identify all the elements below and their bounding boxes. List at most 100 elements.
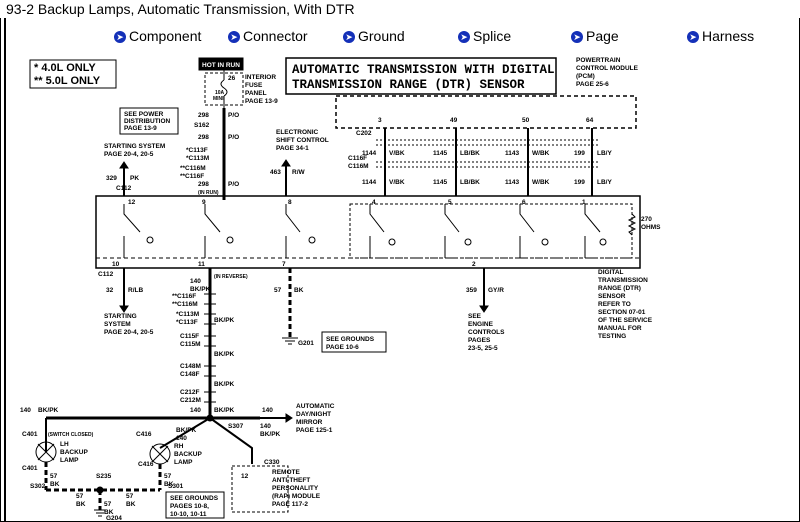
wire-57-label-lh: 57 [50, 473, 58, 480]
arrow-right-icon: ➤ [114, 31, 126, 43]
wire-gyr-label: GY/R [488, 287, 504, 294]
nav-component-label: Component [129, 28, 202, 44]
connector-c113f-2: *C113F [176, 319, 198, 326]
wire-po-label-c: P/O [228, 181, 239, 188]
wire-140-label-b: 140 [190, 407, 201, 414]
ground-g204-symbol [94, 509, 106, 517]
fuse-26-symbol [220, 70, 228, 108]
fuse-number: 26 [228, 75, 236, 82]
resistor-270-ohm [627, 213, 637, 236]
engine-controls-arrow [479, 305, 489, 313]
engine-controls-3: CONTROLS [468, 329, 505, 336]
nav-bar: ➤Component ➤Connector ➤Ground ➤Splice ➤P… [0, 26, 800, 46]
dtr-sensor-9: TESTING [598, 333, 626, 340]
ground-g204: G204 [106, 515, 122, 522]
wire-32-label: 32 [106, 287, 114, 294]
nav-connector[interactable]: ➤Connector [228, 26, 308, 46]
connector-c116m-3: **C116M [172, 301, 198, 308]
splice-s235: S235 [96, 473, 112, 480]
engine-controls-2: ENGINE [468, 321, 494, 328]
dtr-sensor-box [95, 195, 641, 269]
lh-lamp-label-2: BACKUP [60, 449, 88, 456]
connector-c416-a: C416 [136, 431, 152, 438]
wire-1143-label-a: 1143 [505, 150, 519, 157]
lh-lamp-label-1: LH [60, 441, 69, 448]
wire-rlb-label: R/LB [128, 287, 143, 294]
connector-c116m: **C116M [180, 165, 206, 172]
power-distribution-box [119, 107, 179, 135]
wire-140-rh [159, 417, 211, 449]
ground-g201-symbol [282, 337, 298, 345]
power-dist-3: PAGE 13-9 [124, 125, 157, 132]
wire-bkpk-label-c: BK/PK [214, 351, 235, 358]
wire-1143-label-b: 1143 [505, 179, 519, 186]
pcm-pin-50: 50 [522, 117, 530, 124]
dtr-title-line-1: AUTOMATIC TRANSMISSION WITH DIGITAL [292, 63, 555, 77]
pcm-label-1: POWERTRAIN [576, 57, 621, 64]
wire-bkpk-label-rh: BK/PK [176, 427, 197, 434]
mirror-label-4: PAGE 125-1 [296, 427, 333, 434]
dtr-switch-contacts [123, 204, 607, 258]
dtr-sensor-6: SECTION 07-01 [598, 309, 646, 316]
wire-57-label-g201: 57 [274, 287, 282, 294]
wire-po-label-a: P/O [228, 112, 239, 119]
connector-c115f: C115F [180, 333, 199, 340]
nav-ground-label: Ground [358, 28, 405, 44]
nav-page-label: Page [586, 28, 619, 44]
connector-c401-a: C401 [22, 431, 38, 438]
fuse-panel-label-3: PANEL [245, 90, 267, 97]
nav-harness[interactable]: ➤Harness [687, 26, 754, 46]
switch-closed-lh: (SWITCH CLOSED) [48, 432, 94, 438]
wire-vbk-label-a: V/BK [389, 150, 405, 157]
pcm-label-4: PAGE 25-6 [576, 81, 609, 88]
hot-in-run-text: HOT IN RUN [202, 62, 240, 69]
wire-1144-label-b: 1144 [362, 179, 376, 186]
dtr-sensor-1: DIGITAL [598, 269, 624, 276]
left-rule [4, 18, 6, 522]
splice-s301: S301 [168, 483, 184, 490]
wire-57-label-rh: 57 [164, 473, 172, 480]
nav-harness-label: Harness [702, 28, 755, 44]
dtr-pin-11: 11 [198, 261, 205, 268]
ground-g201: G201 [298, 340, 314, 347]
pcm-pin-64: 64 [586, 117, 594, 124]
wire-1144-label-a: 1144 [362, 150, 376, 157]
wire-57-label-g204: 57 [104, 501, 112, 508]
nav-page[interactable]: ➤Page [571, 26, 619, 46]
splice-s302: S302 [30, 483, 46, 490]
nav-ground[interactable]: ➤Ground [343, 26, 405, 46]
wire-bk-label-g204: BK [104, 509, 114, 516]
dtr-pin-10: 10 [112, 261, 120, 268]
resistor-label-2: OHMS [641, 224, 661, 231]
resistor-label-1: 270 [641, 216, 652, 223]
raf-module-3: PERSONALITY [272, 485, 319, 492]
grounds-bottom-3: 10-10, 10-11 [170, 511, 207, 518]
pcm-pin-49: 49 [450, 117, 458, 124]
wire-bkpk-label-lh: BK/PK [38, 407, 59, 414]
wire-bkpk-label-e: BK/PK [214, 407, 235, 414]
engine-controls-4: PAGES [468, 337, 491, 344]
connector-c116 [376, 161, 600, 168]
connector-c416-b: C416 [138, 461, 154, 468]
engine-controls-1: SEE [468, 313, 482, 320]
shift-control-3: PAGE 34-1 [276, 145, 309, 152]
wire-bk-label-rh: BK [164, 481, 174, 488]
nav-splice[interactable]: ➤Splice [458, 26, 511, 46]
dtr-sensor-8: MANUAL FOR [598, 325, 642, 332]
raf-module-5: PAGE 117-2 [272, 501, 308, 508]
dtr-sensor-7: OF THE SERVICE [598, 317, 653, 324]
wire-vbk-label-b: V/BK [389, 179, 405, 186]
raf-module-2: ANTI-THEFT [272, 477, 310, 484]
page-title: 93-2 Backup Lamps, Automatic Transmissio… [0, 0, 800, 18]
arrow-right-icon: ➤ [458, 31, 470, 43]
wire-bk-label-g201: BK [294, 287, 304, 294]
nav-component[interactable]: ➤Component [114, 26, 201, 46]
starting-top-1: STARTING SYSTEM [104, 143, 165, 150]
mirror-label-2: DAY/NIGHT [296, 411, 331, 418]
harness-connector-marks [204, 293, 216, 403]
wire-298-label-a: 298 [198, 112, 209, 119]
note-40l: * 4.0L ONLY [34, 62, 96, 74]
engine-controls-5: 23-5, 25-5 [468, 345, 498, 352]
connector-c401-b: C401 [22, 465, 38, 472]
wire-wbk-label-b: W/BK [532, 179, 550, 186]
